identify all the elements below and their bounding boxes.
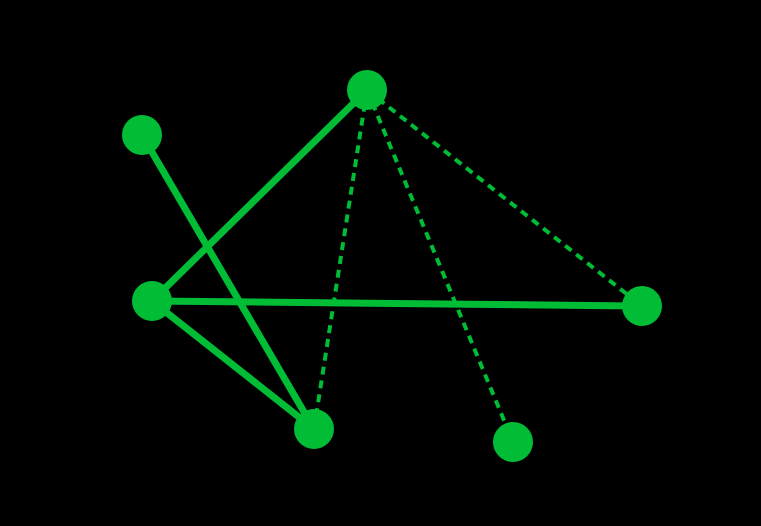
node-n1: [122, 115, 162, 155]
node-n4: [294, 409, 334, 449]
node-n3: [132, 281, 172, 321]
edge-n2-n6-dashed: [365, 89, 515, 443]
nodes-layer: [122, 70, 662, 462]
node-n2: [347, 70, 387, 110]
edge-n2-n5-dashed: [365, 88, 644, 308]
edges-layer: [138, 86, 646, 443]
node-n6: [493, 422, 533, 462]
edge-n3-n4-solid: [148, 297, 318, 433]
edge-n2-n4-dashed: [312, 89, 369, 430]
node-n5: [622, 286, 662, 326]
edge-n3-n2-solid: [148, 86, 371, 305]
edge-n1-n4-solid: [138, 131, 318, 433]
edge-n3-n5-solid: [148, 297, 646, 310]
